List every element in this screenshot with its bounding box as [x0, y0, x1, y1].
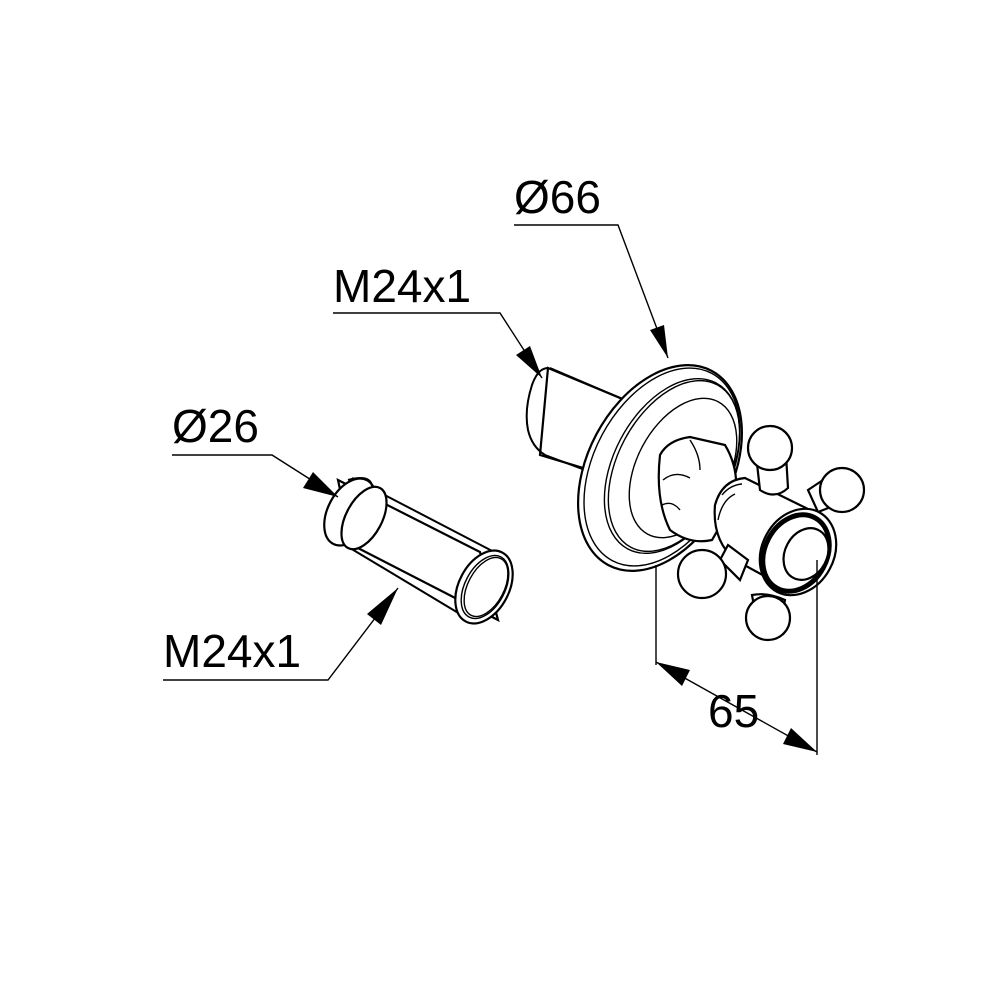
- leader-extension-thread: M24x1: [163, 587, 399, 681]
- flange-diameter-label: Ø66: [514, 171, 601, 223]
- extension-diameter-label: Ø26: [172, 400, 259, 452]
- dimension-depth: 65: [655, 560, 818, 755]
- leader-flange-diameter: Ø66: [514, 171, 669, 359]
- extension-fitting: [323, 477, 514, 625]
- depth-dimension-label: 65: [708, 685, 759, 737]
- leader-extension-diameter: Ø26: [172, 400, 339, 498]
- leader-valve-thread: M24x1: [333, 260, 543, 379]
- valve-thread-label: M24x1: [333, 260, 471, 312]
- extension-thread-label: M24x1: [163, 625, 301, 677]
- valve-assembly: [525, 364, 866, 642]
